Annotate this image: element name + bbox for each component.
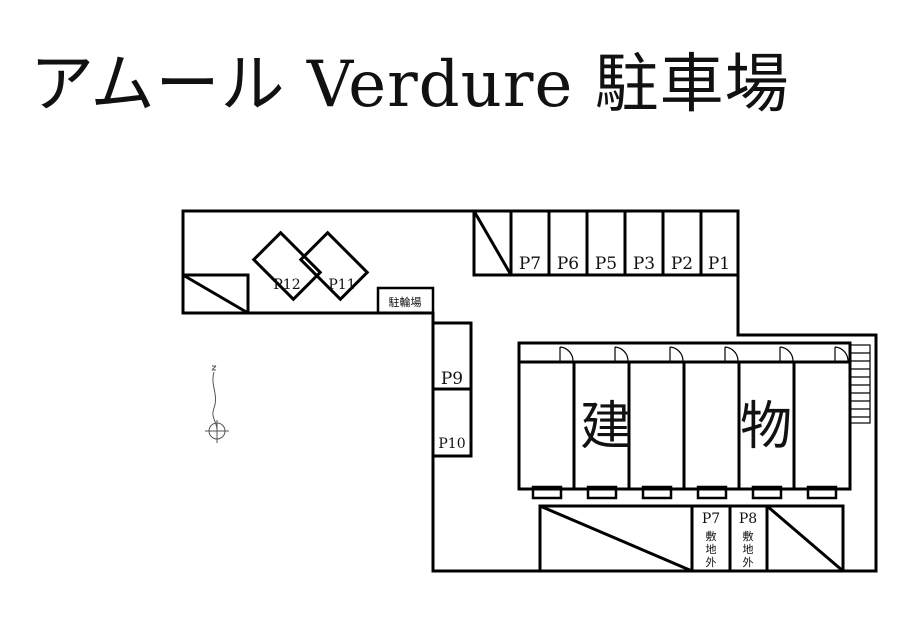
stall-blocked-bottom-right [765, 504, 845, 573]
bicycle-parking-box [376, 286, 435, 315]
offsite-p8-char-1: 敷 [743, 529, 754, 543]
building-label-char-2: 物 [740, 397, 792, 457]
label-p3: P3 [633, 254, 655, 274]
stall-labels: P7 P6 P5 P3 P2 P1 P9 [441, 254, 730, 389]
label-p8-offsite: P8 [739, 511, 757, 527]
stairs [849, 344, 871, 424]
offsite-p7-char-1: 敷 [706, 529, 717, 543]
building [517, 341, 852, 491]
stall-blocked-top-left [181, 273, 250, 315]
stall-p12 [251, 230, 323, 302]
stall-p10 [431, 387, 473, 458]
label-p7: P7 [519, 254, 541, 274]
page-title: アムール Verdure 駐車場 [30, 48, 790, 122]
compass-icon [205, 365, 229, 443]
meter-boxes [531, 485, 838, 500]
label-p11: P11 [328, 277, 355, 293]
lot-boundary [181, 209, 878, 573]
label-bicycle-parking: 駐輪場 [389, 295, 422, 309]
top-row-stalls [474, 211, 738, 277]
door-arcs [559, 346, 849, 362]
label-p7-offsite: P7 [702, 511, 720, 527]
label-p2: P2 [671, 254, 693, 274]
label-p1: P1 [708, 254, 730, 274]
offsite-notes: 敷 地 外 敷 地 外 [706, 529, 754, 569]
stall-p11 [298, 230, 370, 302]
offsite-p8-char-2: 地 [743, 543, 754, 556]
label-p5: P5 [595, 254, 617, 274]
label-p9: P9 [441, 369, 463, 389]
label-p6: P6 [557, 254, 579, 274]
building-label-char-1: 建 [580, 397, 632, 457]
label-p10: P10 [438, 436, 465, 452]
offsite-p7-char-2: 地 [706, 543, 717, 556]
offsite-p7-char-3: 外 [706, 556, 717, 569]
offsite-p8-char-3: 外 [743, 556, 754, 569]
building-label: 建 物 [580, 397, 792, 457]
label-p12: P12 [273, 277, 300, 293]
